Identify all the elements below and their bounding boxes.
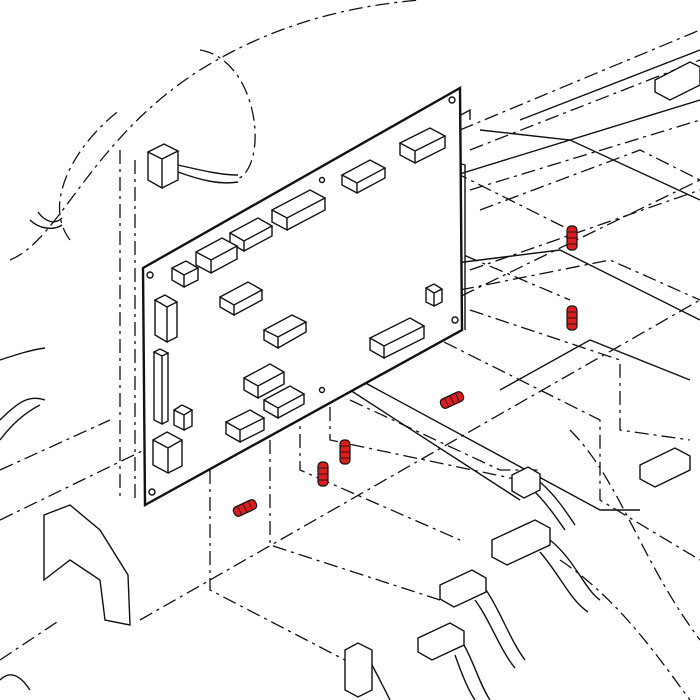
standoff-6 — [232, 499, 258, 517]
cable-harnesses — [0, 61, 700, 700]
standoff-3 — [439, 391, 465, 409]
standoff-4 — [339, 439, 351, 465]
circuit-board — [141, 85, 464, 508]
standoff-5 — [317, 461, 329, 487]
standoff-2 — [566, 305, 578, 331]
highlighted-standoffs — [232, 225, 578, 517]
standoff-1 — [566, 225, 578, 251]
